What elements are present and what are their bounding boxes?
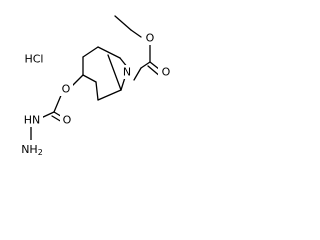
bond-ethyl-ch3-ch2 <box>114 15 132 31</box>
ester-carbonyl-oxygen-label: O <box>162 66 171 79</box>
carbamate-carbonyl-oxygen-label: O <box>63 114 72 127</box>
nh2-subscript: 2 <box>38 148 43 157</box>
bond-ethyl-ch2-o <box>130 29 142 38</box>
bond-ring-left-lower <box>82 74 97 83</box>
bond-ester-c-n <box>140 61 151 69</box>
bond-ring-c-o <box>71 74 84 87</box>
bond-ring-inner <box>107 54 122 91</box>
nh2-text: NH <box>21 143 38 156</box>
hydrazide-nh2-label: NH2 <box>21 143 43 157</box>
bond-n-c-lower-extra <box>133 67 142 81</box>
ring-nitrogen-label: N <box>123 66 131 79</box>
atom-labels: O O N O O HN NH2 HCl <box>18 31 174 157</box>
bond-ring-bottom <box>95 81 99 101</box>
bond-carbamate-c-n <box>40 111 55 119</box>
bond-ring-bottom-right <box>97 89 122 101</box>
carbamate-oxygen-label: O <box>62 83 71 96</box>
ester-oxygen-label: O <box>146 32 155 45</box>
structure-diagram: O O N O O HN NH2 HCl <box>18 15 174 157</box>
bond-ring-top-right <box>97 46 121 59</box>
salt-hcl-label: HCl <box>24 53 43 66</box>
bond-ring-top-left <box>82 46 99 58</box>
bond-o-c-carbamate <box>53 92 63 113</box>
hydrazide-nh-label: HN <box>24 114 41 127</box>
